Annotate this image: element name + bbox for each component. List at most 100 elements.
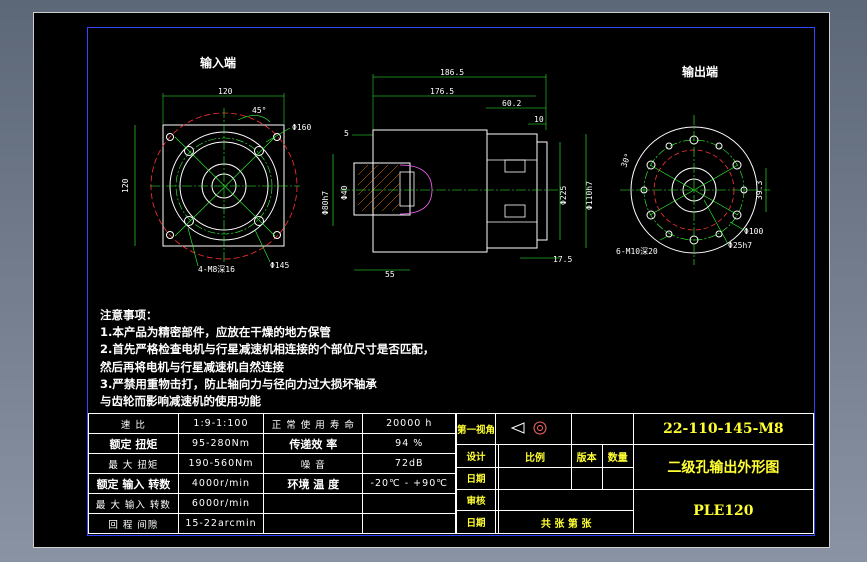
efficiency-label: 传递效 率 [263, 433, 364, 454]
design-label: 设计 [455, 444, 497, 469]
rated-torque-value: 95-280Nm [177, 433, 265, 454]
max-torque-label: 最 大 扭矩 [88, 453, 179, 474]
model-number: PLE120 [632, 488, 815, 535]
side-motor-flange [372, 129, 488, 253]
note-line: 3.严禁用重物击打，防止轴向力与径向力过大损坏轴承 [100, 376, 377, 391]
side-55-dim: 55 [385, 270, 395, 279]
scale-label: 比例 [498, 444, 572, 469]
table-row: 速 比 1:9-1:100 正 常 使 用 寿 命 20000 h [88, 413, 456, 434]
title-block: 第一视角 22-110-145-M8 设计 比例 版本 数量 二级孔输出外形图 … [455, 412, 815, 535]
input-bolt-hole [254, 146, 264, 156]
projection-symbol [495, 412, 572, 446]
leader-line [254, 229, 271, 263]
input-diag-line [174, 136, 276, 237]
projection-label: 第一视角 [455, 412, 497, 446]
output-end-view: 输出端 30° 39.3 Φ100 6-M10深20 Φ25h7 [616, 64, 770, 265]
input-width-dim: 120 [218, 87, 233, 96]
qty-label: 数量 [601, 444, 634, 469]
side-view: 186.5 176.5 60.2 10 5 Φ80h7 [321, 68, 594, 279]
angle-arc [237, 115, 271, 123]
rated-speed-label: 额定 输入 转数 [88, 473, 179, 494]
side-gearbox-body [486, 133, 538, 249]
review-label: 审核 [455, 488, 497, 512]
input-corner-hole [166, 231, 174, 239]
part-number: 22-110-145-M8 [632, 412, 815, 446]
output-39-3-dim: 39.3 [755, 181, 764, 200]
table-row: 额定 输入 转数 4000r/min 环境 温 度 -20℃ - +90℃ [88, 473, 456, 494]
side-10-dim: 10 [534, 115, 544, 124]
env-temp-label: 环境 温 度 [263, 473, 364, 494]
side-d40-dim: Φ40 [340, 185, 349, 200]
backlash-label: 回 程 间隙 [88, 513, 179, 534]
table-row: 日期 [455, 467, 814, 490]
version-value [570, 467, 603, 490]
side-d110-dim: Φ110h7 [585, 181, 594, 210]
note-line: 2.首先严格检查电机与行星减速机相连接的个部位尺寸是否匹配， [100, 342, 435, 357]
max-speed-label: 最 大 输入 转数 [88, 493, 179, 514]
notes-heading: 注意事项： [100, 308, 158, 322]
drawing-frame [87, 27, 815, 536]
output-angle-dim: 30° [619, 152, 632, 169]
output-bolt-hole [732, 160, 742, 170]
noise-label: 噪 音 [263, 453, 364, 474]
side-bolt-slot [504, 159, 526, 173]
output-holes-dim: 6-M10深20 [616, 247, 658, 256]
life-value: 20000 h [362, 413, 456, 434]
sheets-label: 共 张 第 张 [498, 510, 634, 534]
table-row: 回 程 间隙 15-22arcmin [88, 513, 456, 534]
output-d25-dim: Φ25h7 [728, 241, 752, 250]
leader-line [703, 199, 729, 245]
input-bolt-hole [184, 146, 194, 156]
ratio-label: 速 比 [88, 413, 179, 434]
side-output-flange [536, 141, 548, 241]
leader-line [659, 235, 669, 241]
date2-label: 日期 [455, 510, 497, 534]
env-temp-value: -20℃ - +90℃ [362, 473, 456, 494]
life-label: 正 常 使 用 寿 命 [263, 413, 364, 434]
side-d80-dim: Φ80h7 [321, 191, 330, 215]
output-small-hole [665, 142, 673, 150]
max-speed-value: 6000r/min [177, 493, 265, 514]
output-d100-dim: Φ100 [744, 227, 763, 236]
side-17-5-dim: 17.5 [553, 255, 572, 264]
input-corner-hole [273, 133, 281, 141]
rated-speed-value: 4000r/min [177, 473, 265, 494]
table-row: 额定 扭矩 95-280Nm 传递效 率 94 % [88, 433, 456, 454]
note-line: 与齿轮而影响减速机的使用功能 [100, 394, 261, 409]
side-d225-dim: Φ225 [559, 186, 568, 205]
empty-cell [263, 513, 364, 534]
qty-value [601, 467, 634, 490]
output-bolt-hole [646, 210, 656, 220]
max-torque-value: 190-560Nm [177, 453, 265, 474]
output-bolt-hole [646, 160, 656, 170]
input-view-title: 输入端 [200, 55, 236, 70]
table-row: 第一视角 22-110-145-M8 [455, 412, 815, 446]
empty-cell [362, 513, 456, 534]
table-row: 设计 比例 版本 数量 二级孔输出外形图 [455, 444, 815, 490]
drawing-name: 二级孔输出外形图 [632, 444, 815, 490]
input-d145-dim: Φ145 [270, 261, 289, 270]
version-label: 版本 [570, 444, 603, 469]
side-input-shaft [353, 162, 411, 216]
efficiency-value: 94 % [362, 433, 456, 454]
input-bolt-hole [254, 216, 264, 226]
table-row: 审核 PLE120 [455, 488, 815, 535]
leader-line [729, 221, 745, 231]
output-view-title: 输出端 [682, 64, 718, 79]
ratio-value: 1:9-1:100 [177, 413, 265, 434]
empty-cell [498, 488, 634, 512]
side-bolt-slot [504, 204, 526, 218]
output-small-hole [665, 230, 673, 238]
output-small-hole [715, 230, 723, 238]
date-label: 日期 [455, 467, 497, 490]
input-d160-dim: Φ160 [292, 123, 311, 132]
side-5-dim: 5 [344, 129, 349, 138]
empty-cell [570, 412, 634, 446]
empty-cell [362, 493, 456, 514]
first-angle-projection-icon [510, 421, 547, 435]
input-bolt-hole [184, 216, 194, 226]
input-height-dim: 120 [121, 178, 130, 193]
input-holes-dim: 4-M8深16 [198, 265, 235, 274]
output-bolt-hole [732, 210, 742, 220]
